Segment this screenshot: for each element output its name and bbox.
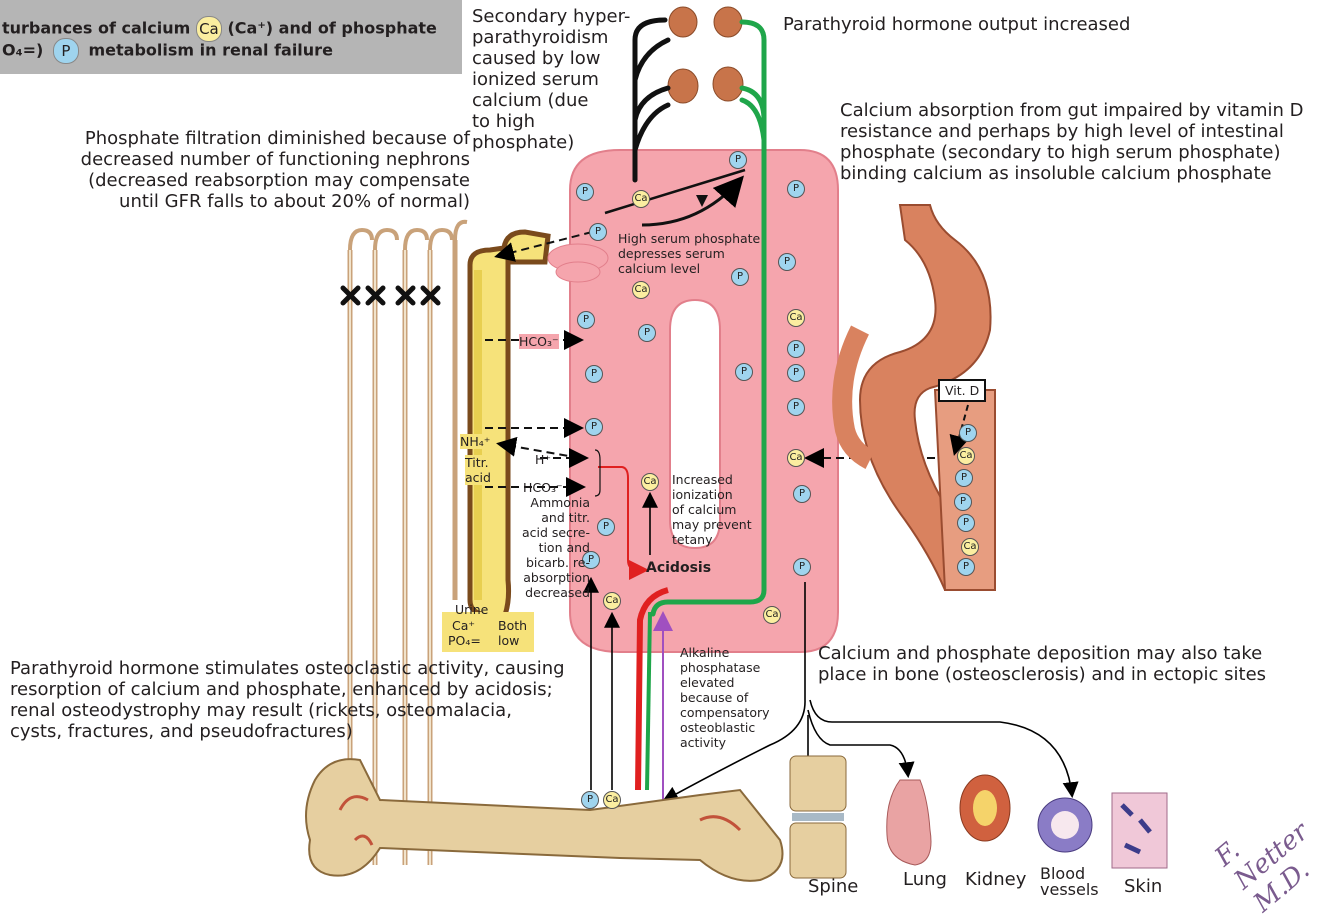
phosphate-molecule: P (778, 253, 796, 271)
phosphate-molecule: P (585, 365, 603, 383)
hco3-label-1: HCO₃⁻ (519, 334, 559, 349)
nh4-label: NH₄⁺ (460, 434, 490, 449)
calcium-molecule: Ca (641, 473, 659, 491)
calcium-molecule: Ca (603, 791, 621, 809)
spine-image (790, 756, 846, 878)
kidney-image (960, 775, 1010, 841)
calcium-molecule: Ca (961, 538, 979, 556)
pth-stimulates-label: Parathyroid hormone stimulates osteoclas… (10, 658, 570, 742)
phosphate-molecule: P (787, 340, 805, 358)
skin-image (1112, 793, 1167, 868)
lung-label: Lung (903, 869, 947, 890)
phosphate-molecule: P (957, 558, 975, 576)
blood-vessels-label: Blood vessels (1040, 866, 1099, 898)
glomerulus-loops (350, 222, 467, 250)
phosphate-molecule: P (793, 485, 811, 503)
phosphate-molecule: P (585, 418, 603, 436)
increased-ionization-label: Increased ionization of calcium may prev… (672, 472, 762, 547)
ammonia-note: Ammonia and titr. acid secre- tion and b… (510, 495, 590, 600)
phosphate-molecule: P (638, 324, 656, 342)
lung-image (887, 780, 931, 865)
urine-po4-label: PO₄= (448, 633, 481, 648)
phosphate-molecule: P (959, 424, 977, 442)
phosphate-molecule: P (735, 363, 753, 381)
phosphate-molecule: P (787, 398, 805, 416)
spine-label: Spine (808, 876, 858, 897)
parathyroid-glands (668, 7, 743, 103)
alkaline-phosphatase-label: Alkaline phosphatase elevated because of… (680, 645, 780, 750)
phosphate-molecule: P (957, 514, 975, 532)
deposition-label: Calcium and phosphate deposition may als… (818, 643, 1298, 685)
urine-both-label: Both low (498, 618, 527, 648)
pth-output-label: Parathyroid hormone output increased (783, 14, 1130, 35)
hco3-label-2: HCO₃⁻ (523, 480, 563, 495)
phosphate-molecule: P (597, 518, 615, 536)
high-serum-phosphate-label: High serum phosphate depresses serum cal… (618, 231, 778, 276)
calcium-molecule: Ca (632, 281, 650, 299)
vit-d-label: Vit. D (938, 379, 986, 402)
kidney-label: Kidney (965, 869, 1026, 890)
phosphate-filtration-label: Phosphate filtration diminished because … (50, 128, 470, 212)
phosphate-molecule: P (581, 791, 599, 809)
phosphate-molecule: P (954, 493, 972, 511)
phosphate-molecule: P (577, 311, 595, 329)
calcium-molecule: Ca (787, 309, 805, 327)
skin-label: Skin (1124, 876, 1162, 897)
titr-acid-label: Titr. acid (465, 455, 491, 485)
phosphate-molecule: P (787, 364, 805, 382)
urine-ca-label: Ca⁺ (452, 618, 475, 633)
calcium-absorption-label: Calcium absorption from gut impaired by … (840, 100, 1325, 184)
urine-label: Urine (455, 602, 488, 617)
secondary-hyperpara-label: Secondary hyper- parathyroidism caused b… (472, 6, 642, 153)
nephron-x-marks (343, 288, 438, 303)
phosphate-molecule: P (729, 151, 747, 169)
calcium-molecule: Ca (603, 592, 621, 610)
phosphate-molecule: P (787, 180, 805, 198)
phosphate-molecule: P (576, 183, 594, 201)
calcium-molecule: Ca (632, 190, 650, 208)
calcium-molecule: Ca (763, 606, 781, 624)
phosphate-molecule: P (955, 469, 973, 487)
acidosis-label: Acidosis (646, 561, 711, 576)
calcium-molecule: Ca (957, 447, 975, 465)
phosphate-molecule: P (793, 558, 811, 576)
blood-vessel-image (1038, 798, 1092, 852)
calcium-molecule: Ca (787, 449, 805, 467)
phosphate-molecule: P (589, 223, 607, 241)
h-plus-label: H⁺ (535, 452, 551, 467)
